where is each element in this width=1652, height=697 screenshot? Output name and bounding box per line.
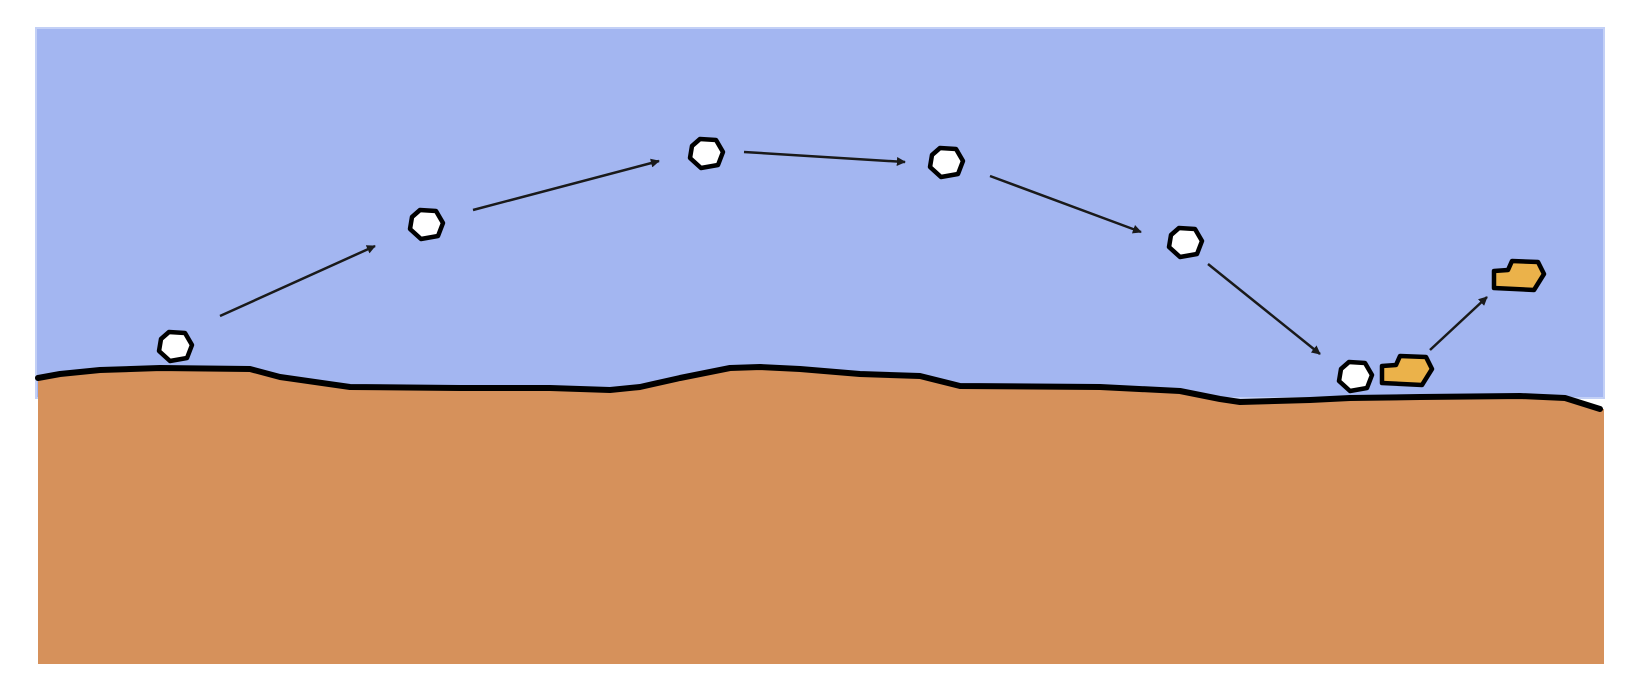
sand-grain-icon	[1169, 228, 1202, 257]
sand-grain-icon	[690, 139, 723, 168]
ground-region	[38, 367, 1604, 664]
sand-grain-icon	[159, 332, 192, 361]
sand-grain-icon	[410, 210, 443, 239]
sky-region	[36, 28, 1604, 398]
sand-grain-icon	[930, 148, 963, 177]
sand-grain-icon	[1339, 362, 1372, 391]
